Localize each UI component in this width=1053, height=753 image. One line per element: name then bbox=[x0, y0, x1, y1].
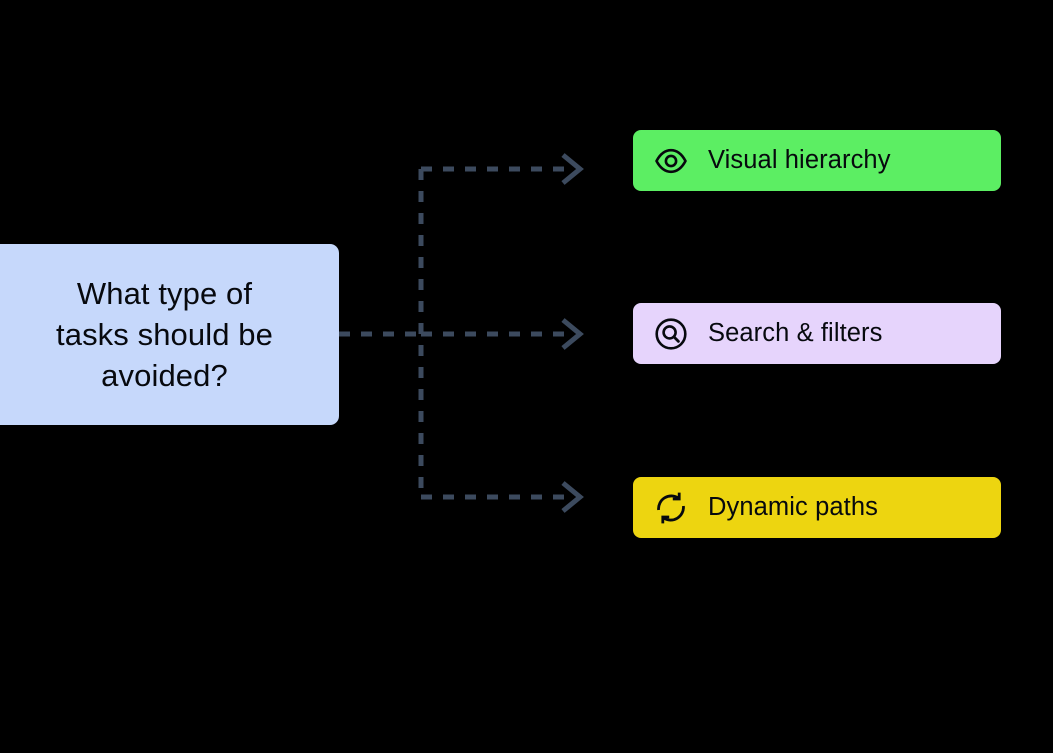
branch-label-dynamic-paths: Dynamic paths bbox=[708, 492, 878, 521]
branch-node-search-filters[interactable]: Search & filters bbox=[633, 303, 1001, 364]
arrowhead-search-filters bbox=[561, 318, 584, 350]
branch-label-search-filters: Search & filters bbox=[708, 318, 883, 347]
arrowhead-visual-hierarchy bbox=[561, 153, 584, 185]
root-label-line-1: What type of bbox=[76, 275, 253, 311]
root-node-label: What type of tasks should be avoided? bbox=[56, 273, 273, 397]
root-label-line-2: tasks should be bbox=[56, 316, 273, 352]
root-label-line-3: avoided? bbox=[101, 358, 228, 394]
branch-node-visual-hierarchy[interactable]: Visual hierarchy bbox=[633, 130, 1001, 191]
branch-label-visual-hierarchy: Visual hierarchy bbox=[708, 145, 891, 174]
root-node[interactable]: What type of tasks should be avoided? bbox=[0, 244, 339, 425]
refresh-sync-icon bbox=[657, 492, 685, 523]
arrowhead-dynamic-paths bbox=[561, 481, 584, 513]
search-circle-icon bbox=[655, 317, 687, 350]
eye-icon bbox=[655, 148, 687, 173]
branch-node-dynamic-paths[interactable]: Dynamic paths bbox=[633, 477, 1001, 538]
